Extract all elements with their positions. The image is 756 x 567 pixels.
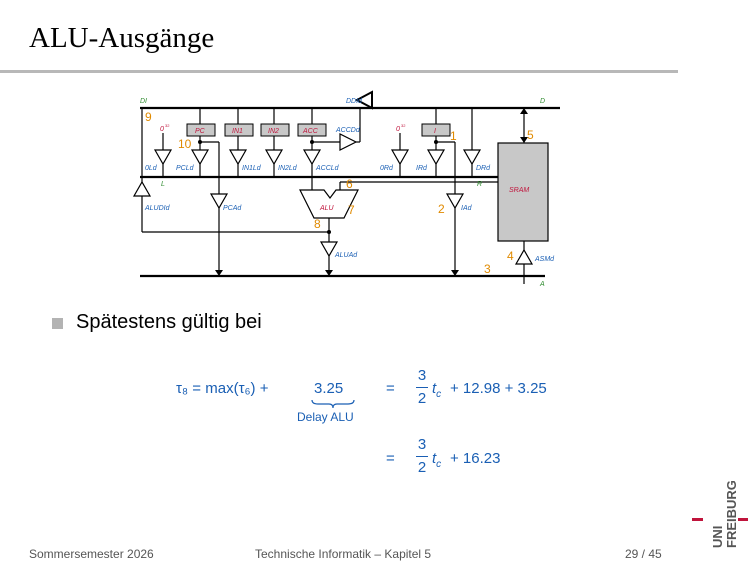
sig-DRd: DRd <box>476 165 491 172</box>
footer-page-number: 29 / 45 <box>625 547 662 561</box>
sig-IRd: IRd <box>416 165 428 172</box>
sig-ACCLd: ACCLd <box>315 165 340 172</box>
marker-2: 2 <box>438 202 445 216</box>
marker-8: 8 <box>314 217 321 231</box>
reg-PC: PC <box>195 128 206 135</box>
marker-6: 6 <box>346 177 353 191</box>
bus-label-D: D <box>540 98 545 105</box>
sig-ACCDd: ACCDd <box>335 127 361 134</box>
frac2-den: 2 <box>417 459 427 476</box>
marker-7: 7 <box>348 203 355 217</box>
delay-alu-label: Delay ALU <box>297 410 354 424</box>
marker-1: 1 <box>450 129 457 143</box>
marker-10: 10 <box>178 137 192 151</box>
marker-4: 4 <box>507 249 514 263</box>
eq-tc-2: tc <box>432 450 442 470</box>
sig-ASMd: ASMd <box>534 256 555 263</box>
sig-IAd: IAd <box>461 205 473 212</box>
reg-SRAM: SRAM <box>509 187 529 194</box>
frac1-line <box>416 387 428 388</box>
sig-PCAd: PCAd <box>223 205 242 212</box>
bus-label-DDId: DDId <box>346 98 363 105</box>
sig-0Ld: 0Ld <box>145 165 158 172</box>
sig-PCLd: PCLd <box>176 165 195 172</box>
marker-5: 5 <box>527 128 534 142</box>
frac1-num: 3 <box>417 367 427 384</box>
sig-ALUDId: ALUDId <box>144 205 171 212</box>
sig-ALUAd: ALUAd <box>334 252 358 259</box>
marker-9: 9 <box>145 110 152 124</box>
svg-text:UNI: UNI <box>710 526 725 548</box>
footer-course: Technische Informatik – Kapitel 5 <box>255 547 432 561</box>
sig-0Rd: 0Rd <box>380 165 394 172</box>
university-logo: UNI FREIBURG <box>692 480 748 548</box>
eq-sign-1: = <box>386 380 395 397</box>
slide-title: ALU-Ausgänge <box>29 22 215 54</box>
sig-IN2Ld: IN2Ld <box>278 165 298 172</box>
const-zero-left: 0 <box>160 126 164 133</box>
const-exp-left: 32 <box>165 123 170 128</box>
bus-label-DI: DI <box>140 98 147 105</box>
eq-rhs-2: + 16.23 <box>450 450 501 467</box>
reg-IN1: IN1 <box>232 128 243 135</box>
bullet-marker <box>52 318 63 329</box>
frac2-line <box>416 456 428 457</box>
const-exp-right: 32 <box>401 123 406 128</box>
svg-text:FREIBURG: FREIBURG <box>724 480 739 548</box>
eq-tc-1: tc <box>432 380 442 400</box>
sig-IN1Ld: IN1Ld <box>242 165 262 172</box>
const-zero-right: 0 <box>396 126 400 133</box>
eq-lhs: τ₈ = max(τ₆) + <box>176 380 269 397</box>
bus-label-A: A <box>539 281 545 288</box>
alu-datapath-diagram: DI D DDId L R A PC IN1 IN2 ACC I SRAM AL… <box>132 90 560 288</box>
reg-ALU: ALU <box>319 205 335 212</box>
bus-label-R: R <box>477 181 482 188</box>
bus-label-L: L <box>161 181 165 188</box>
reg-IN2: IN2 <box>268 128 279 135</box>
eq-delay-value: 3.25 <box>314 380 344 397</box>
title-divider <box>0 70 678 73</box>
marker-3: 3 <box>484 262 491 276</box>
bullet-text: Spätestens gültig bei <box>76 311 262 333</box>
footer-semester: Sommersemester 2026 <box>29 547 154 561</box>
reg-I: I <box>434 128 436 135</box>
eq-sign-2: = <box>386 450 395 467</box>
reg-ACC: ACC <box>302 128 319 135</box>
frac2-num: 3 <box>417 436 427 453</box>
underbrace <box>311 399 355 409</box>
frac1-den: 2 <box>417 390 427 407</box>
eq-rhs-1: + 12.98 + 3.25 <box>450 380 547 397</box>
